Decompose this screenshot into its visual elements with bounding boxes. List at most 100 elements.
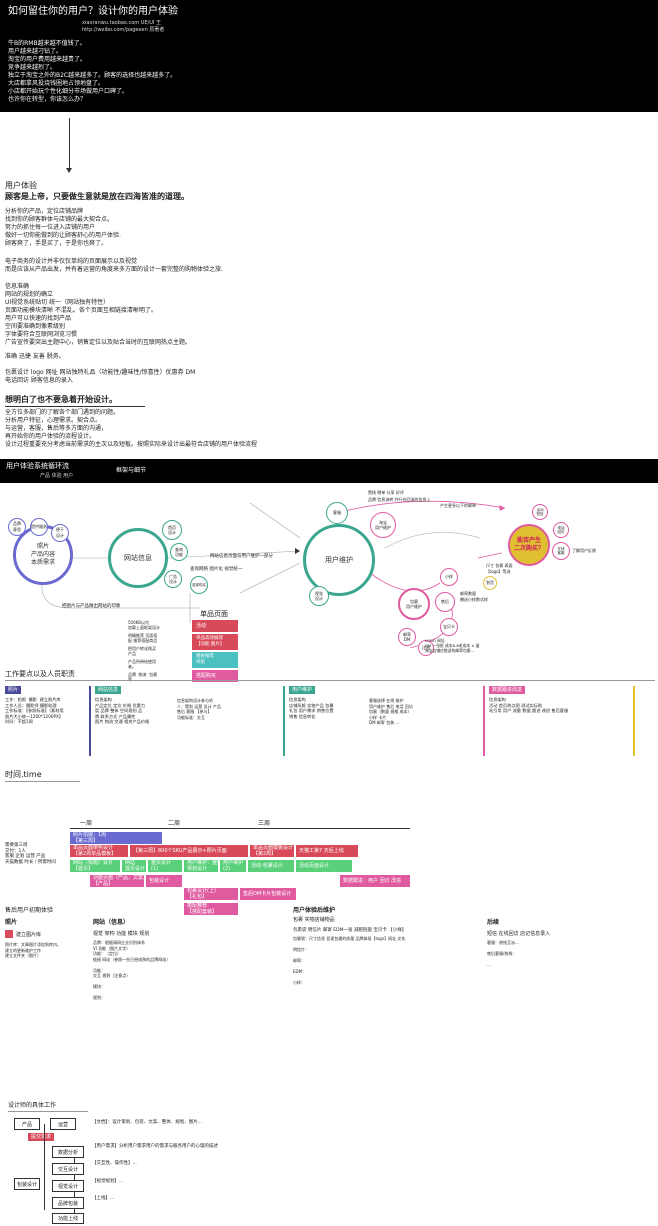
online-service-circle: 在线 客服 bbox=[552, 542, 570, 560]
search-note: 查询网络 图片化 视觉统一 bbox=[190, 567, 243, 572]
detail-item-activity: 活动 bbox=[192, 620, 238, 632]
tl-bar-func: 功能页面（产品，文案） 【产品】 bbox=[90, 875, 144, 887]
ux-para-6: 全方位多部门的了解各个部门遇到的问题。 分析用户特征，心理需求。契合点。 与运营… bbox=[5, 409, 258, 448]
down-arrow-head bbox=[66, 168, 72, 173]
timeline-heading: 时间.time bbox=[5, 770, 42, 779]
tl-bar-site-home: 网站 首页设计 bbox=[122, 860, 146, 872]
repurchase-circle: 能否产生 二次购买？ bbox=[508, 524, 550, 566]
timeline-axis bbox=[70, 828, 410, 829]
build-gallery-button[interactable]: 建立图片库 bbox=[5, 930, 85, 938]
week-label-3: 三周 bbox=[258, 820, 271, 827]
header: 如何留住你的用户？设计你的用户体验 xiaoranwu.taobao.com U… bbox=[0, 0, 658, 112]
brand-meaning-circle: 品牌 意思 bbox=[8, 518, 26, 536]
role-col-divider-3 bbox=[483, 686, 485, 756]
role-col-user: 用户维护 信息架构 店铺风格 实物产品 包裹 礼包 用户需求 销售位置 销售 信… bbox=[289, 686, 334, 719]
tl-bar-sku: 【第三周】800个SKU产品展示+照片页面 bbox=[130, 845, 248, 857]
tl-bar-gift: 包裹设计(上) 【礼包】 bbox=[184, 888, 238, 900]
visual-design-circle: 视觉 设计 bbox=[309, 586, 329, 606]
role-col-divider-4 bbox=[633, 686, 635, 756]
ad-design-circle: 广告 设计 bbox=[164, 570, 182, 588]
week-label-1: 一周 bbox=[80, 820, 93, 827]
ux-para-2: 电子商务的设计并非仅仅单纯的页面展示以及视觉 而是应该从产品出发，并有着运营的角… bbox=[5, 258, 223, 273]
pack-maintenance-circle: 包裹 用户维护 bbox=[398, 588, 430, 620]
detail-item-bundle: 搭配购买 bbox=[192, 670, 238, 682]
tl-bar-single-tpl: 单品页面模板设计 【第2周】 bbox=[250, 845, 294, 857]
cycle-right-label: 框架与细节 bbox=[116, 467, 147, 474]
design-left-product: 产品 bbox=[14, 1118, 40, 1130]
design-box-interaction: 交互设计 bbox=[52, 1163, 84, 1175]
detail-item-recommend: 相关推荐 导航 bbox=[192, 652, 238, 668]
after-tabs[interactable]: 包裹袋 明信片 邮寄 EDM一张 减肥抱菌 宝贝卡 【小样】 bbox=[293, 927, 407, 933]
tl-bar-home-1: 首页设计 (1) bbox=[148, 860, 182, 872]
timeline-underline bbox=[5, 781, 80, 782]
design-notes: 【文档】：设计策划、包装、文案、整体、规划、图片... 【用户需求】分析用户需求… bbox=[92, 1120, 218, 1201]
search-function-circle: 查询 功能 bbox=[170, 543, 188, 561]
role-col-data: 数据跟进改进 信息架构 活动 首页热点图 测试实际购 站引用 用户 流量 数据 … bbox=[489, 686, 569, 713]
design-heading: 设计师的具体工作 bbox=[8, 1102, 57, 1109]
detail-item-display: 单品高效展现 【功能 图片】 bbox=[192, 634, 238, 650]
ux-para-1: 分析你的产品，定位店铺品牌 找到你的顾客群体与店铺的最大契合点。 努力的抓住每一… bbox=[5, 208, 121, 247]
heading-2-underline bbox=[5, 406, 145, 407]
role-col-site-title: 网站信息 bbox=[95, 686, 122, 694]
follow-tabs[interactable]: 短信 在线回访 店记信息录入 bbox=[487, 931, 551, 937]
roles-heading-underline bbox=[5, 680, 655, 681]
tl-bar-bundle: 搭配推荐 【搭配套装】 bbox=[184, 903, 238, 915]
design-left-pack: 包装设计 bbox=[14, 1178, 40, 1190]
tasks-section: 售后用户初期体验 照片 建立图片库 照片库：文章图片添加到库内。 建立的更新维护… bbox=[5, 907, 655, 1087]
site-info-circle: 网站信息 bbox=[108, 528, 168, 588]
roles-grid: 照片 工作：拍照 摄影 建立图片库 工作人员：摄影师 摄影助理 工作标准：【参照… bbox=[5, 686, 655, 766]
cycle-title: 用户体验系统循环流 bbox=[6, 462, 69, 470]
home-design-circle: 首页 设计 bbox=[162, 520, 182, 540]
author-line-1: xiaoranwu.taobao.com UE/UI 王 bbox=[82, 20, 161, 26]
ux-para-4: 准确 迅捷 友善 脱务。 bbox=[5, 353, 65, 360]
select-buy-circle: 选择购买 bbox=[190, 576, 208, 594]
role-col-user-title: 用户维护 bbox=[289, 686, 316, 694]
cycle-header-bar: 用户体验系统循环流 产品 体验 用户 框架与细节 bbox=[0, 459, 658, 483]
pack-note-3: 邮寄数量 bbox=[460, 591, 476, 596]
tl-bar-data: 数据跟进：用户 回访 改进 bbox=[340, 875, 410, 887]
phone-visit-circle: 电话 回访 bbox=[553, 522, 569, 538]
site-tabs[interactable]: 视觉 架构 功能 模块 规划 bbox=[93, 931, 150, 937]
reg-circle: 注册 bbox=[418, 640, 434, 656]
service-circle: 提供服务 bbox=[30, 518, 48, 536]
design-left-connector bbox=[44, 1124, 45, 1210]
tl-bar-photo: 照片拍摄：1周 【第三周】 bbox=[70, 832, 162, 844]
tl-bar-site-title: 网站（标题）设计 【首页】 bbox=[70, 860, 120, 872]
timeline-row-labels: 需要第三周 交付：1人 客服 企划 运营 产品 天猫数据 时长 / 所需时间 bbox=[5, 843, 56, 865]
role-col-arch: 信息架构设计参与的 人：策划 运营 设计 产品 售后 客服 【参与】 功能标准：… bbox=[177, 698, 221, 720]
week-label-2: 二周 bbox=[168, 820, 181, 827]
submit-demand-button[interactable]: 提交需求 bbox=[28, 1133, 55, 1141]
gallery-icon bbox=[5, 930, 13, 938]
pack-note-1: 尺寸 包裹 表面 bbox=[486, 563, 513, 568]
roles-heading: 工作要点以及人员职责 bbox=[5, 670, 75, 678]
tasks-col-site: 网站（信息） 视觉 架构 功能 模块 规划 品牌：根据调研企业识别体系 VI 功… bbox=[93, 919, 288, 1001]
pack-note-2: 【logo】等选 bbox=[486, 569, 511, 574]
role-col-user-detail: 客服选择 在线 维护 用户维护 售后 电话 回访 包裹（数量 规格 成本） 小样… bbox=[369, 698, 413, 725]
design-underline bbox=[8, 1111, 88, 1112]
design-box-visual: 视觉设计 bbox=[52, 1180, 84, 1192]
role-col-divider-1 bbox=[89, 686, 91, 756]
tl-bar-dm: 售后DM卡片包装设计 bbox=[240, 888, 296, 900]
tl-bar-user-2: 用户维护 (2) bbox=[220, 860, 246, 872]
card-circle: 宝贝卡 bbox=[440, 618, 458, 636]
logo-note: LOGO 网址 DM 一张纸 成本6-8毛成本 × 量 淘宝店铺应推送的邮寄包裹… bbox=[425, 638, 480, 653]
ux-heading-2: 想明白了也不要急着开始设计。 bbox=[5, 395, 117, 404]
design-box-launch: 功能上线 bbox=[52, 1213, 84, 1224]
after-sale-circle: 售后 bbox=[435, 592, 455, 612]
tl-bar-user-plan: 用户维护：整体 规划设计 bbox=[184, 860, 218, 872]
design-box-analysis: 数据分析 bbox=[52, 1146, 84, 1158]
right-note-2: 产生更多以下的邮单 bbox=[440, 503, 476, 508]
sms-circle: 活动 短信 bbox=[532, 504, 548, 520]
tasks-col-after: 用户体验后维护 包裹 实物店铺物品 包裹袋 明信片 邮寄 EDM一张 减肥抱菌 … bbox=[293, 907, 483, 985]
tao-maintenance-circle: 淘宝 用户维护 bbox=[370, 512, 396, 538]
intro-text: 牛B的RMB越来越不值钱了。 用户越来越刁钻了。 淘宝的用户费用越来越贵了。 竞… bbox=[8, 40, 177, 103]
page-title: 如何留住你的用户？设计你的用户体验 bbox=[8, 6, 178, 17]
role-col-data-title: 数据跟进改进 bbox=[489, 686, 526, 694]
tasks-col-photo: 照片 建立图片库 照片库：文章图片添加到库内。 建立的更新维护工作 建立文件夹（… bbox=[5, 919, 85, 959]
tl-bar-packdesign: 包装设计 bbox=[146, 875, 182, 887]
design-left-ops: 运营 bbox=[50, 1118, 76, 1130]
tl-bar-activity: 活动页面设计 bbox=[296, 860, 352, 872]
detail-page-title: 单品页面 bbox=[200, 610, 228, 618]
tl-bar-pack: 活动-包裹设计 bbox=[248, 860, 294, 872]
role-col-divider-2 bbox=[283, 686, 285, 756]
